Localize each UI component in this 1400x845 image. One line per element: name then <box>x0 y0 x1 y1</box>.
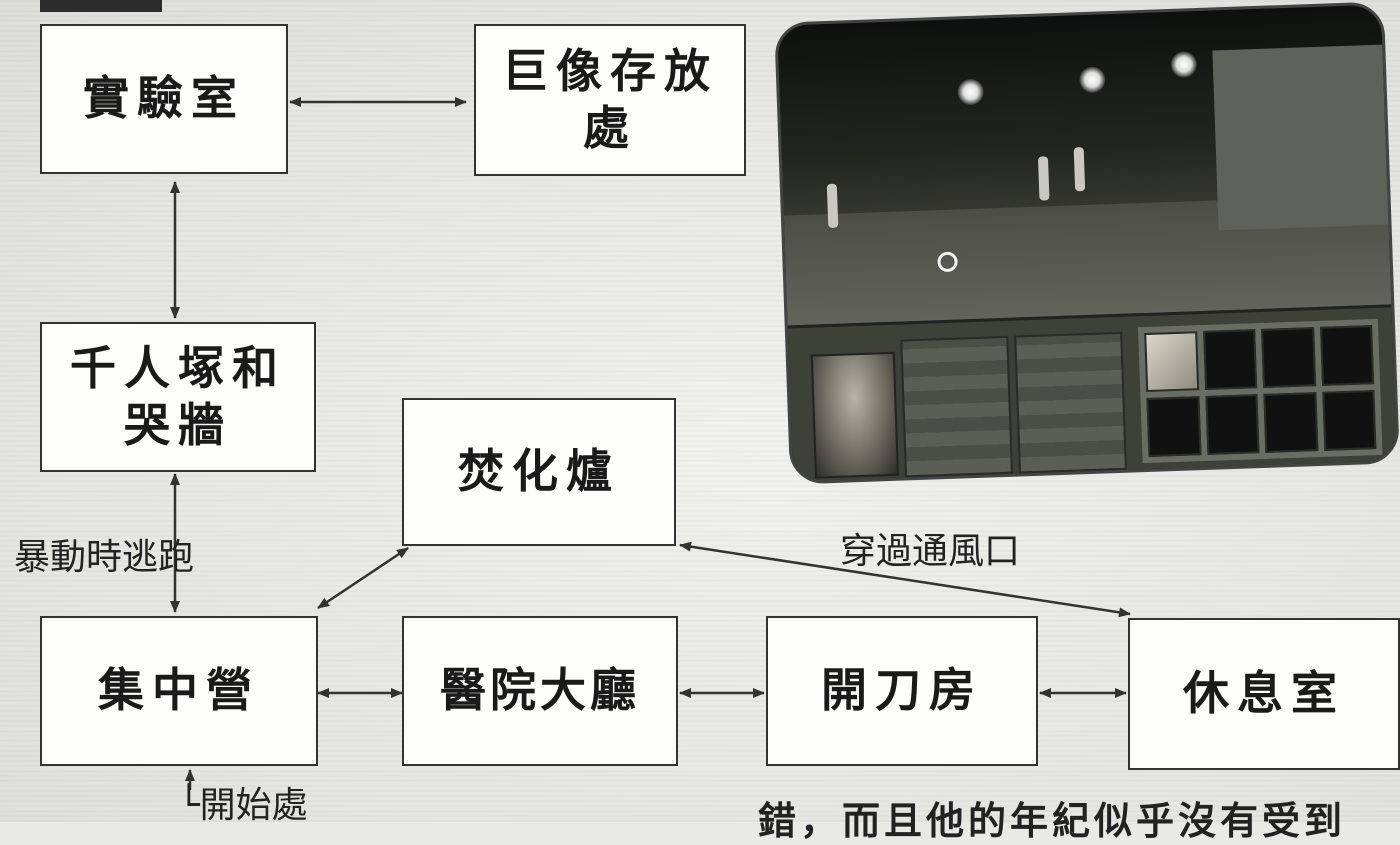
label-through-vent: 穿過通風口 <box>840 531 1021 572</box>
arrow-camp-incinerator <box>317 546 409 610</box>
inventory-slot <box>1321 390 1377 451</box>
node-lounge: 休息室 <box>1128 618 1400 770</box>
character-portrait <box>810 351 900 479</box>
node-mass-grave-label: 千人塚和 哭牆 <box>70 340 286 453</box>
connection-arrows <box>170 97 1131 790</box>
node-incinerator: 焚化爐 <box>402 398 676 546</box>
inventory-slot <box>1144 331 1199 393</box>
node-camp: 集中營 <box>40 616 318 766</box>
node-statue-storage: 巨像存放 處 <box>474 24 746 176</box>
node-statue-storage-label: 巨像存放 處 <box>502 43 718 156</box>
hud-panel <box>1014 331 1127 474</box>
node-lab: 實驗室 <box>40 24 288 174</box>
corner-tab <box>40 0 162 12</box>
inventory-slot <box>1204 394 1260 455</box>
game-screenshot <box>774 1 1400 485</box>
bottom-body-text: 錯，而且他的年紀似乎沒有受到 <box>758 798 1347 843</box>
node-lounge-label: 休息室 <box>1183 666 1345 721</box>
game-building-wall <box>1212 44 1389 231</box>
inventory-slot <box>1319 325 1375 386</box>
node-hospital-hall-label: 醫院大廳 <box>440 663 640 718</box>
node-hospital-hall: 醫院大廳 <box>402 616 678 766</box>
game-figure <box>1037 156 1050 201</box>
inventory-slot <box>1261 327 1316 388</box>
label-riot-escape: 暴動時逃跑 <box>14 537 195 578</box>
label-start: └開始處 <box>178 785 308 826</box>
inventory-slot <box>1146 396 1201 457</box>
game-figure <box>1073 147 1086 192</box>
hud-panel <box>900 335 1014 478</box>
game-figure <box>826 183 839 229</box>
node-incinerator-label: 焚化爐 <box>458 444 620 499</box>
node-camp-label: 集中營 <box>98 663 260 718</box>
inventory-slot <box>1202 329 1258 390</box>
node-operating-room: 開刀房 <box>766 616 1038 766</box>
inventory-slot <box>1263 392 1318 453</box>
node-operating-room-label: 開刀房 <box>821 663 983 718</box>
inventory-grid <box>1137 318 1383 464</box>
node-lab-label: 實驗室 <box>83 71 245 126</box>
arrow-lounge-incinerator <box>679 541 1131 618</box>
node-mass-grave: 千人塚和 哭牆 <box>40 322 316 472</box>
